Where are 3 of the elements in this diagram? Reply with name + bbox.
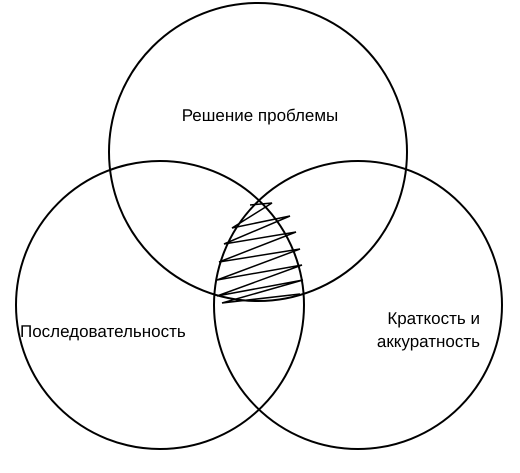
set-label: Последовательность bbox=[20, 321, 187, 343]
set-label: Краткость и аккуратность bbox=[376, 308, 480, 353]
set-label: Решение проблемы bbox=[180, 105, 340, 127]
